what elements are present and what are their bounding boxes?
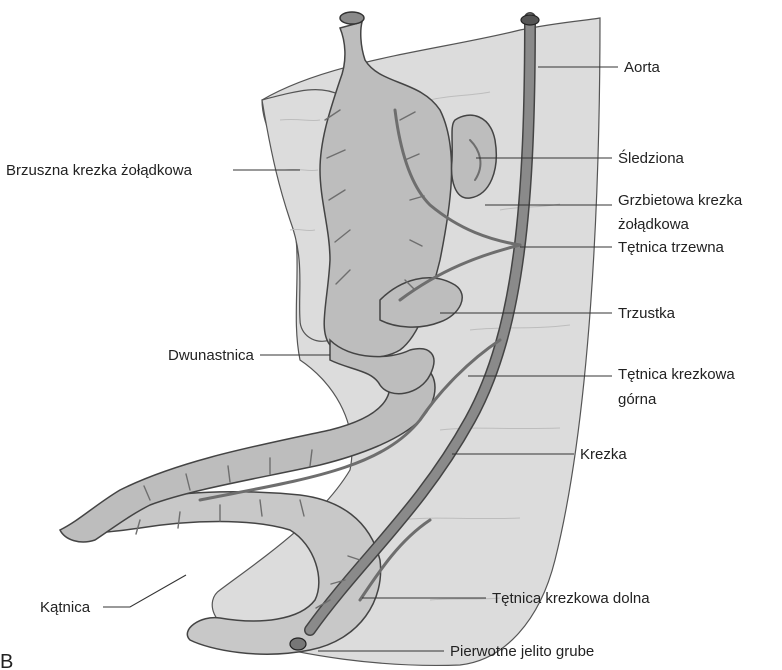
label-aorta: Aorta bbox=[624, 59, 661, 76]
label-primitive-colon: Pierwotne jelito grube bbox=[450, 643, 594, 660]
label-ventral-mesogastrium: Brzuszna krezka żołądkowa bbox=[6, 162, 193, 179]
label-cecum: Kątnica bbox=[40, 599, 91, 616]
colon-opening bbox=[290, 638, 306, 650]
label-dorsal-mesogastrium-2: żołądkowa bbox=[618, 216, 690, 233]
panel-letter: B bbox=[0, 651, 13, 670]
label-superior-mesenteric-artery-2: górna bbox=[618, 391, 657, 408]
label-superior-mesenteric-artery-1: Tętnica krezkowa bbox=[618, 366, 735, 383]
aorta-opening bbox=[521, 15, 539, 25]
esophagus-opening bbox=[340, 12, 364, 24]
label-celiac-artery: Tętnica trzewna bbox=[618, 239, 725, 256]
label-mesentery: Krezka bbox=[580, 446, 627, 463]
label-spleen: Śledziona bbox=[618, 149, 685, 167]
label-pancreas: Trzustka bbox=[618, 305, 676, 322]
label-duodenum: Dwunastnica bbox=[168, 347, 255, 364]
label-dorsal-mesogastrium-1: Grzbietowa krezka bbox=[618, 192, 743, 209]
label-inferior-mesenteric-artery: Tętnica krezkowa dolna bbox=[492, 590, 650, 607]
